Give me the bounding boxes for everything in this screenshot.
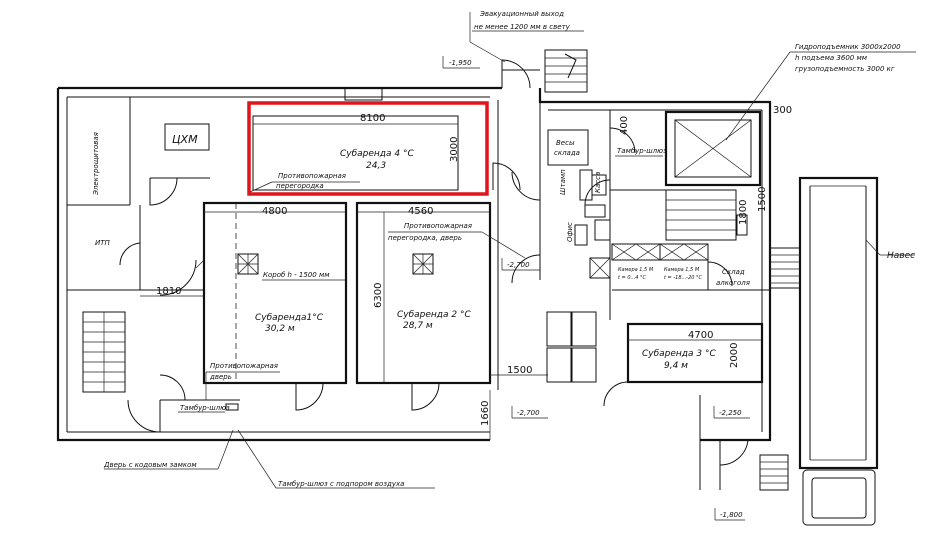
electrical-room: Электрощитовая ЦХМ	[67, 97, 210, 206]
tambur-air-label: Тамбур-шлюз с подпором воздуха	[278, 480, 404, 488]
level-mark-2700b: -2,700	[511, 406, 548, 419]
electro-label: Электрощитовая	[92, 132, 100, 196]
sub-rental-3-room: 4700 2000 Субаренда 3 °С 9,4 м	[603, 322, 764, 407]
level-mark-2700a: -2,700	[501, 258, 540, 271]
cam2-label-2: t = -18...-20 °С	[664, 275, 703, 281]
fire-partition-label-2: перегородка	[276, 182, 324, 190]
pallets	[546, 311, 597, 383]
emergency-exit-label-1: Эвакуационный выход	[479, 10, 564, 18]
cam1-label-2: t = 0...4 °С	[618, 275, 647, 281]
alcohol-storage: Склад алкоголя	[707, 247, 801, 291]
door-code-label: Дверь с кодовым замком	[103, 461, 197, 469]
fire-door-label-1: Противопожарная	[210, 362, 278, 370]
stair-bottom-left	[82, 311, 126, 393]
dim-4560: 4560	[408, 206, 433, 217]
dim-8100: 8100	[360, 113, 385, 124]
cam1-label-1: Камера 1,5 М	[618, 267, 654, 273]
sub-rental-1-room: 4800 Короб h - 1500 мм Субаренда1°С 30,2…	[202, 201, 348, 411]
lift-label-3: грузоподъемность 3000 кг	[795, 65, 895, 73]
cold-rooms: Камера 1,5 М t = 0...4 °С Камера 1,5 М t…	[589, 243, 709, 291]
sub4-label: Субаренда 4 °С	[340, 149, 414, 159]
itp-label: ИТП	[95, 239, 111, 247]
office-label: Офис	[566, 222, 574, 242]
lift-label-1: Гидроподъемник 3000х2000	[795, 43, 901, 51]
dim-2000: 2000	[729, 343, 740, 368]
svg-text:-2,700: -2,700	[517, 409, 540, 417]
emergency-exit-stair	[501, 49, 588, 93]
dim-6300: 6300	[373, 283, 384, 308]
exit-stair-bottom-right: -1,800	[699, 395, 789, 521]
svg-text:-1,950: -1,950	[449, 59, 472, 67]
fire-door-label-2: дверь	[209, 373, 232, 381]
scales-label: Весы	[556, 139, 575, 147]
sub2-label: Субаренда 2 °С	[397, 310, 471, 320]
sub1-label: Субаренда1°С	[255, 313, 324, 323]
tambur-label: Тамбур-шлюз	[180, 404, 230, 412]
cam2-label-1: Камера 1,5 М	[664, 267, 700, 273]
lift-label-2: h подъема 3600 мм	[795, 54, 868, 62]
svg-text:-2,250: -2,250	[719, 409, 742, 417]
svg-text:-2,700: -2,700	[507, 261, 530, 269]
stamp-label: Штамп	[559, 169, 567, 195]
service-zone: Весы склада Тамбур-шлюз 400 Штамп Касса …	[547, 110, 749, 320]
dim-1500: 1500	[507, 365, 532, 376]
sub4-area: 24,3	[366, 161, 386, 171]
sub1-area: 30,2 м	[265, 324, 295, 334]
dim-400: 400	[619, 116, 630, 135]
dim-1660: 1660	[480, 401, 491, 426]
kassa-label: Касса	[594, 172, 602, 193]
dim-1500b: 1500	[757, 187, 768, 212]
highlight-frame	[247, 101, 489, 196]
level-mark-2250: -2,250	[713, 406, 750, 419]
dim-4800: 4800	[262, 206, 287, 217]
tambur-left: Тамбур-шлюз	[127, 374, 240, 433]
sub-rental-4-room: 8100 3000 Субаренда 4 °С 24,3	[252, 113, 521, 191]
dim-4700: 4700	[688, 330, 713, 341]
canopy: Навес	[798, 176, 915, 526]
level-mark-1800: -1,800	[720, 511, 743, 519]
sub-rental-2-room: 4560 6300 Субаренда 2 °С 28,7 м	[355, 201, 492, 411]
dim-300: 300	[773, 105, 792, 116]
dim-1810: 1810	[156, 286, 181, 297]
outer-walls	[56, 86, 772, 442]
alcohol-label-1: Склад	[722, 268, 745, 276]
scales-label-2: склада	[554, 149, 580, 157]
dim-3000: 3000	[449, 137, 460, 162]
alcohol-label-2: алкоголя	[716, 279, 750, 287]
emergency-exit-label-2: не менее 1200 мм в свету	[474, 23, 571, 31]
tambur2-label: Тамбур-шлюз	[617, 147, 667, 155]
sub3-area: 9,4 м	[664, 361, 688, 371]
dim-1800: 1800	[738, 200, 749, 225]
itp-room: ИТП	[67, 205, 141, 291]
duct-label: Короб h - 1500 мм	[263, 271, 330, 279]
cxm-label: ЦХМ	[172, 133, 198, 146]
fire-partition-label-1: Противопожарная	[278, 172, 346, 180]
sub2-area: 28,7 м	[403, 321, 433, 331]
sub3-label: Субаренда 3 °С	[642, 349, 716, 359]
fire-partition-door-label-1: Противопожарная	[404, 222, 472, 230]
fire-partition-door-label-2: перегородка, дверь	[388, 234, 462, 242]
level-mark-1950: -1,950	[442, 56, 480, 69]
canopy-label: Навес	[887, 251, 915, 261]
hydraulic-lift: Гидроподъемник 3000х2000 h подъема 3600 …	[664, 43, 916, 187]
